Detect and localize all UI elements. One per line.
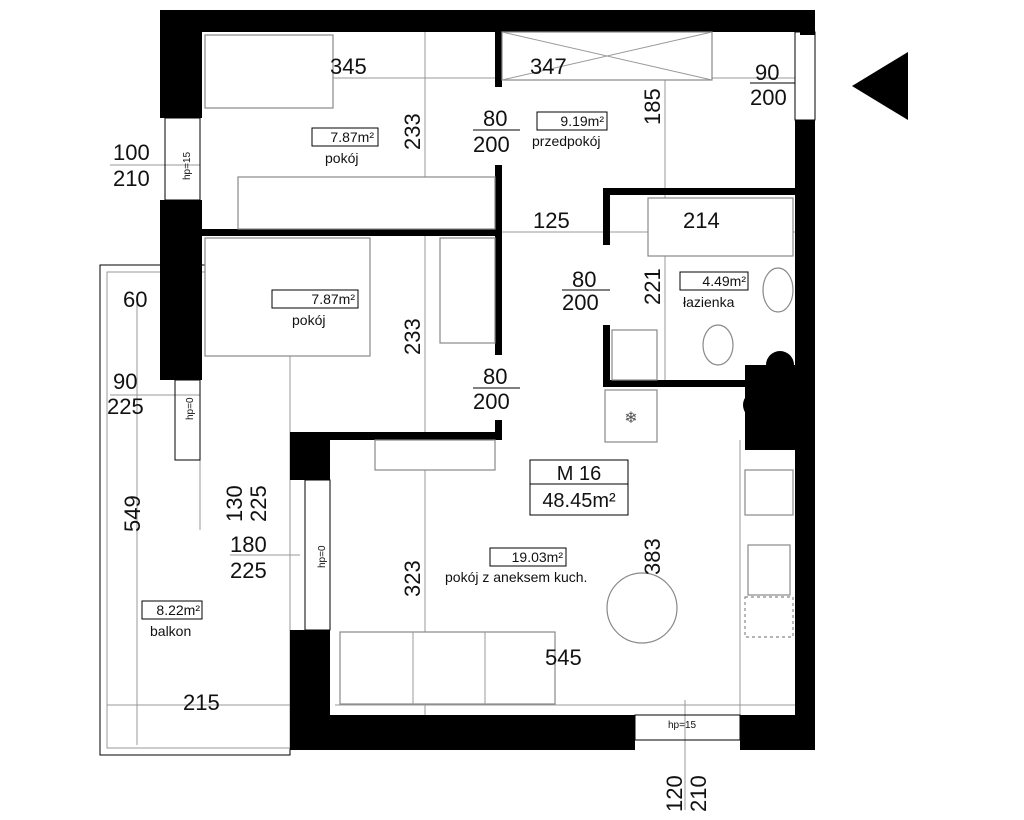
room1-window-width: 100 [113,140,150,165]
entry-door-width: 90 [755,60,779,85]
room-label-balcony: 8.22m² balkon [141,600,203,639]
dim-hall-height: 185 [640,88,665,125]
room1-window-height: 210 [113,166,150,191]
room-name: pokój z aneksem kuch. [445,569,587,585]
balcony-door-width: 180 [230,532,267,557]
room-label-living: 19.03m² pokój z aneksem kuch. [445,547,587,585]
room2-door-height: 200 [473,389,510,414]
dim-living-height: 323 [400,560,425,597]
room-label-bathroom: 4.49m² łazienka [679,271,749,310]
living-window-height: 210 [686,775,711,812]
living-window-sill: hp=15 [668,720,697,731]
room-name: łazienka [683,294,735,310]
wardrobe-2 [439,237,496,344]
living-window-width: 120 [662,775,687,812]
furniture: ❄ [204,31,794,705]
room-area: 7.87m² [311,291,355,307]
apartment-total-area: 48.45m² [542,490,616,512]
bath-door-width: 80 [572,267,596,292]
room-area: 9.19m² [560,113,604,129]
room-name: przedpokój [532,133,601,149]
room2-window-height: 225 [107,394,144,419]
room-label-1: 7.87m² pokój [311,127,379,166]
desk-wardrobe [237,176,496,230]
bath-door-height: 200 [562,290,599,315]
dishwasher [744,596,794,638]
dim-room2-height: 233 [400,318,425,355]
room-name: pokój [325,150,358,166]
dim-hall-width: 347 [530,54,567,79]
dining-table [606,572,678,644]
room-name: balkon [150,623,191,639]
room2-door-width: 80 [483,364,507,389]
balcony-window-width: 130 [222,485,247,522]
snowflake-icon: ❄ [624,410,637,427]
toilet [702,324,734,366]
room1-door-width: 80 [483,106,507,131]
dim-balcony-length: 549 [120,495,145,532]
room-label-2: 7.87m² pokój [271,289,359,328]
dim-bath-width: 214 [683,208,720,233]
room1-door-height: 200 [473,132,510,157]
dim-balcony-width: 60 [123,287,147,312]
apartment-code: M 16 [557,463,601,485]
entrance-arrow-icon [852,52,908,120]
room-label-hall: 9.19m² przedpokój [532,111,608,149]
sink [762,267,794,313]
room2-window-sill: hp=0 [185,397,196,420]
room-area: 4.49m² [702,273,746,289]
balcony-door-sill: hp=0 [317,545,328,568]
dim-corridor: 125 [533,208,570,233]
tv-cabinet [374,439,496,471]
entry-door-height: 200 [750,85,787,110]
balcony-door-height: 225 [230,558,267,583]
dim-room1-height: 233 [400,113,425,150]
room-name: pokój [292,312,325,328]
dim-living-width: 545 [545,645,582,670]
bathtub [647,197,794,257]
dimension-labels: 345 347 233 185 125 214 221 233 60 549 2… [120,54,720,715]
apartment-label: M 16 48.45m² [529,459,629,516]
room2-window-width: 90 [113,369,137,394]
dim-bath-height: 221 [640,268,665,305]
room-area: 19.03m² [512,549,564,565]
washing-machine [611,329,658,381]
sofa [339,631,556,705]
kitchen-sink [747,544,791,596]
fridge [604,389,658,443]
room1-window-sill: hp=15 [182,151,193,180]
bed-2 [204,237,371,357]
room-area: 8.22m² [156,602,200,618]
balcony-window-height: 225 [246,485,271,522]
windows [164,31,816,741]
walls [160,10,815,750]
bed-1 [204,34,334,109]
opening-labels: 90 200 80 200 80 200 80 200 100 210 hp=1… [107,60,795,812]
room-area: 7.87m² [330,129,374,145]
dim-living-kitchen-height: 383 [640,538,665,575]
dim-balcony-depth: 215 [183,690,220,715]
cooktop [744,469,794,516]
dim-room1-width: 345 [330,54,367,79]
